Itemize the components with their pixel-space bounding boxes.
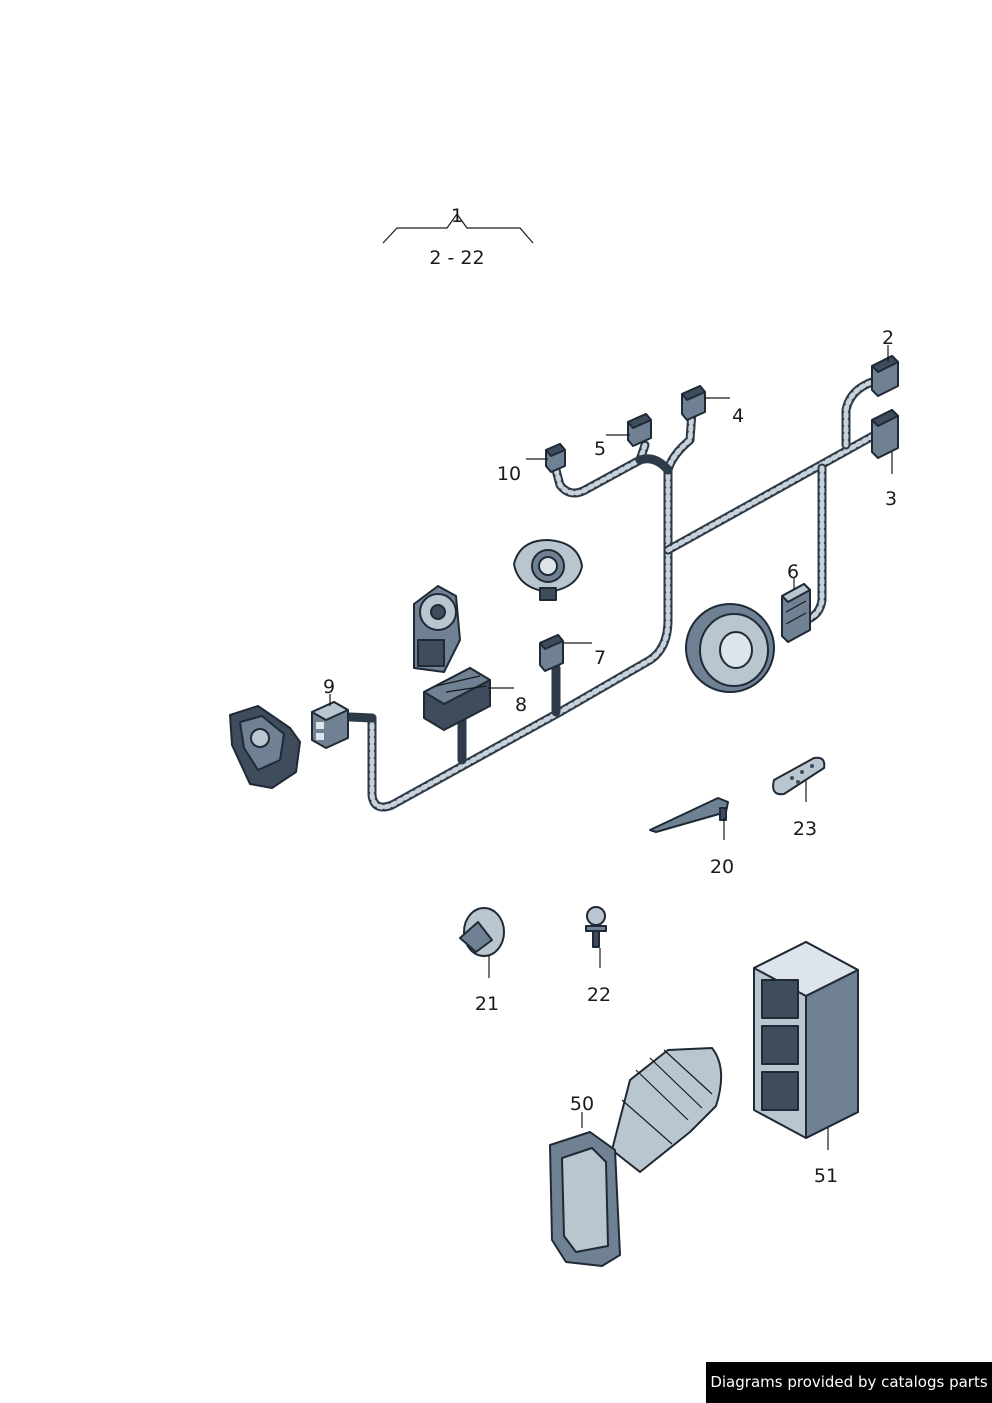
cable-tie <box>649 797 729 833</box>
connector-9 <box>311 701 349 749</box>
label-part-21: 21 <box>475 993 499 1015</box>
label-part-6: 6 <box>787 561 799 583</box>
leader-lines <box>329 345 893 1150</box>
label-part-4: 4 <box>732 405 744 427</box>
door-speaker <box>685 603 775 693</box>
part-labels: 2 3 4 5 6 7 8 9 10 20 21 22 23 50 51 <box>323 327 897 1187</box>
label-part-7: 7 <box>594 647 606 669</box>
label-part-10: 10 <box>497 463 521 485</box>
label-part-23: 23 <box>793 818 817 840</box>
credit-banner: Diagrams provided by catalogs parts <box>706 1362 992 1403</box>
connector-6 <box>781 583 811 643</box>
label-part-3: 3 <box>885 488 897 510</box>
label-part-22: 22 <box>587 984 611 1006</box>
group-bracket: 1 2 - 22 <box>382 205 534 269</box>
connector-7 <box>539 634 564 672</box>
label-part-9: 9 <box>323 676 335 698</box>
connector-10 <box>545 443 566 473</box>
connector-2 <box>871 355 899 397</box>
connector-holder <box>753 941 859 1139</box>
foam-sleeve <box>772 756 826 796</box>
connector-8 <box>423 667 491 731</box>
window-motor <box>413 585 461 673</box>
connector-5 <box>627 413 652 447</box>
grommet <box>459 907 505 957</box>
connector-3 <box>871 409 899 459</box>
group-range-label: 2 - 22 <box>429 247 484 269</box>
label-part-8: 8 <box>515 694 527 716</box>
wiring-harness <box>345 377 885 812</box>
cable-bellows <box>549 1047 723 1267</box>
label-part-5: 5 <box>594 438 606 460</box>
label-part-51: 51 <box>814 1165 838 1187</box>
retaining-clip <box>585 906 607 948</box>
label-part-20: 20 <box>710 856 734 878</box>
label-part-2: 2 <box>882 327 894 349</box>
label-part-50: 50 <box>570 1093 594 1115</box>
connector-4 <box>681 385 706 421</box>
tweeter-speaker <box>513 539 583 601</box>
door-lock-unit <box>229 705 301 789</box>
group-number-label: 1 <box>451 205 463 227</box>
